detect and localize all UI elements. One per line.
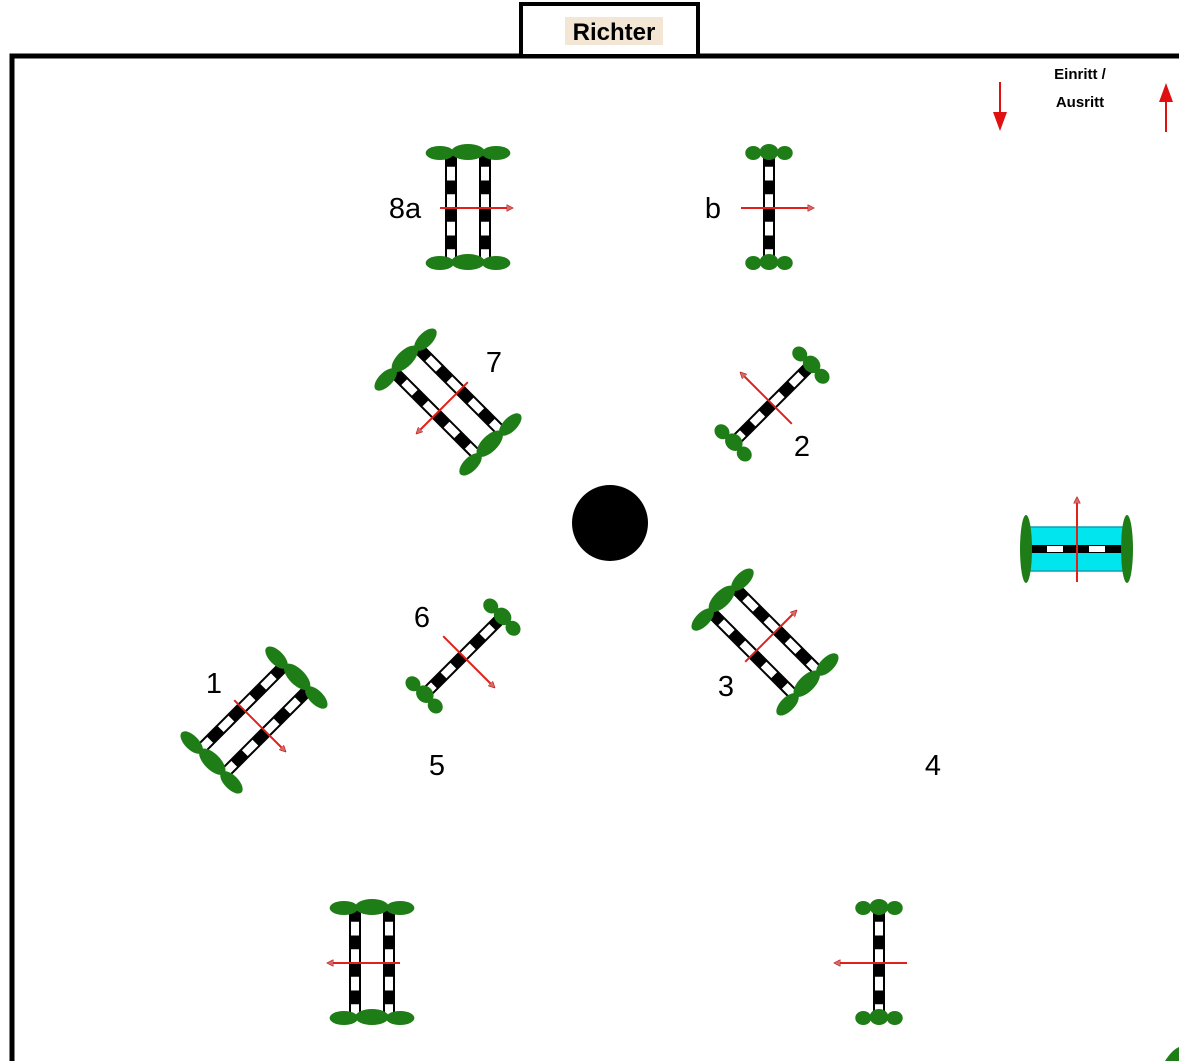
- fence-7: [374, 328, 522, 476]
- fence-4: [835, 899, 907, 1025]
- obstacle-label-4: 4: [925, 750, 941, 782]
- obstacle-label-b: b: [705, 193, 721, 225]
- obstacle-label-8a: 8a: [389, 193, 422, 225]
- fence-5: [328, 899, 415, 1025]
- obstacle-label-6: 6: [414, 602, 430, 634]
- fence-1: [180, 646, 328, 794]
- center-circle-icon: [572, 485, 648, 561]
- arena-border: [9, 53, 1179, 1061]
- obstacle-label-3: 3: [718, 671, 734, 703]
- judge-box: Richter: [519, 2, 700, 58]
- judge-label: Richter: [573, 19, 656, 46]
- entry-exit-label-line1: Einritt /: [1054, 66, 1106, 83]
- fence-8a: [425, 144, 512, 270]
- obstacle-label-7: 7: [486, 347, 502, 379]
- obstacle-label-5: 5: [429, 750, 445, 782]
- obstacle-label-2: 2: [794, 431, 810, 463]
- fence-2: [714, 346, 830, 462]
- entry-exit-label-line2: Ausritt: [1056, 94, 1104, 111]
- water-jump: [1020, 498, 1133, 583]
- fence-b: [741, 144, 813, 270]
- obstacle-label-1: 1: [206, 668, 222, 700]
- up-arrow-icon: [1159, 83, 1173, 132]
- entry-exit: Einritt / Ausritt: [993, 66, 1173, 132]
- fence-6: [405, 598, 521, 714]
- down-arrow-icon: [993, 82, 1007, 131]
- fence-3: [691, 568, 839, 716]
